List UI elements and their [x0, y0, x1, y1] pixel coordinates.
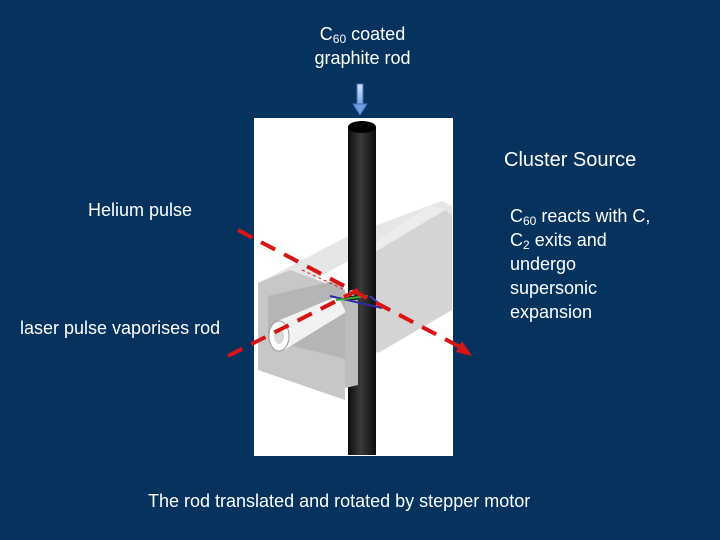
stepper-motor-caption: The rod translated and rotated by steppe… [148, 491, 531, 511]
rod-title-prefix: C [319, 24, 333, 44]
helium-pulse-label: Helium pulse [88, 200, 193, 220]
block-front-lower [345, 300, 358, 388]
reaction-subscript-2: 2 [523, 238, 530, 252]
laser-pulse-label: laser pulse vaporises rod [20, 318, 221, 338]
reaction-text-2: exits and undergo supersonic expansion [510, 230, 607, 322]
down-arrow-icon [352, 83, 368, 116]
helium-beam-arrow-icon [456, 341, 472, 356]
reaction-subscript: 60 [523, 214, 537, 228]
reaction-description-label: C60 reacts with C, C2 exits and undergo … [510, 204, 660, 324]
cluster-source-label: Cluster Source [504, 149, 637, 171]
reaction-text-1: reacts with C, C [510, 206, 651, 250]
block-right-face [358, 210, 452, 355]
rod-title-line1: coated [346, 24, 406, 44]
reaction-prefix: C [510, 206, 523, 226]
gas-channel [268, 296, 346, 352]
rod-title-subscript: 60 [332, 32, 347, 46]
rod-title-line2: graphite rod [314, 48, 411, 68]
beam-path-inner [301, 269, 346, 291]
helium-beam-line [237, 228, 463, 350]
rod-title-label: C60 coated graphite rod [290, 22, 435, 70]
